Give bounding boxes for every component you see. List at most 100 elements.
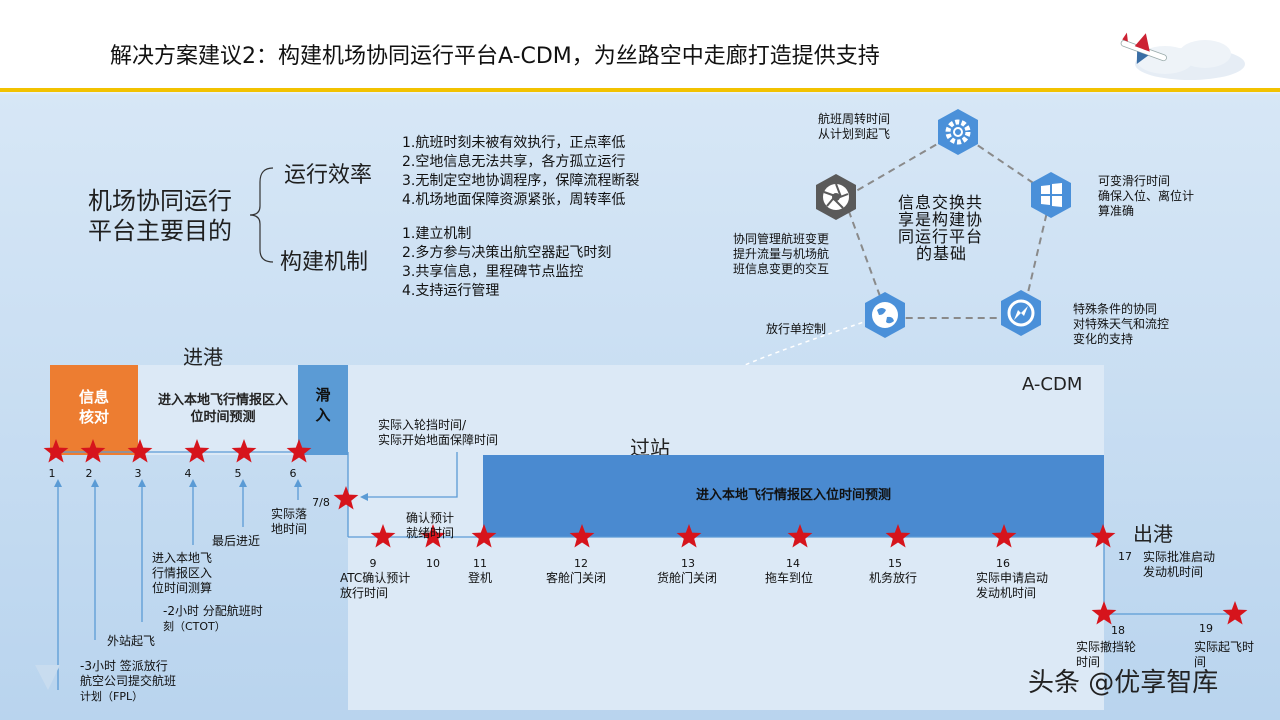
milestone-label-16: 实际申请启动 发动机时间: [976, 571, 1048, 601]
label-line: 实际入轮挡时间/: [378, 418, 467, 432]
box-line: 核对: [78, 408, 109, 426]
star-icon: [184, 439, 210, 463]
milestone-number: 17: [1118, 550, 1132, 563]
category-efficiency: 运行效率: [284, 163, 373, 188]
label-line: 发动机时间: [1143, 565, 1204, 579]
milestone-label-6: 实际落 地时间: [271, 507, 307, 537]
milestone-number: 15: [888, 557, 902, 570]
star-icon: [991, 524, 1017, 548]
milestone-label-10: 确认预计 就绪时间: [406, 511, 454, 541]
aperture-icon: [816, 174, 856, 220]
list-item: 2.多方参与决策出航空器起飞时刻: [402, 245, 612, 261]
label-line: 计划（FPL）: [80, 690, 144, 703]
label-line: -2小时 分配航班时: [163, 604, 263, 618]
label-line: 实际撤挡轮: [1076, 640, 1137, 654]
label-line: 可变滑行时间: [1098, 174, 1171, 188]
node-bottom-right-label: 特殊条件的协同 对特殊天气和流控 变化的支持: [1073, 302, 1169, 347]
label-line: 刻（CTOT）: [163, 620, 226, 633]
label-line: 就绪时间: [406, 526, 455, 540]
label-line: 确保入位、离位计: [1098, 189, 1195, 203]
star-icon: [676, 524, 702, 548]
node-bottom-left-label: 放行单控制: [766, 322, 827, 336]
label-line: 放行时间: [340, 586, 389, 600]
watermark: 头条 @优享智库: [1028, 668, 1219, 698]
star-icon: [420, 524, 446, 548]
milestone-label-2: 外站起飞: [107, 634, 156, 648]
milestone-number: 10: [426, 557, 440, 570]
node-left-label: 协同管理航班变更 提升流量与机场航 班信息变更的交互: [733, 232, 829, 277]
list-item: 3.共享信息，里程碑节点监控: [402, 264, 584, 280]
milestone-number: 18: [1111, 624, 1125, 637]
label-line: 班信息变更的交互: [733, 262, 830, 276]
actual-onblock-label: 实际入轮挡时间/ 实际开始地面保障时间: [378, 418, 498, 448]
label-line: 进入本地飞: [152, 551, 213, 565]
box-line: 信息: [78, 388, 109, 406]
arrival-label: 进港: [183, 345, 223, 369]
info-check-box: 信息 核对: [50, 365, 138, 455]
label-line: 间: [1194, 655, 1207, 669]
list-item: 4.机场地面保障资源紧张，周转率低: [402, 192, 626, 208]
box-line: 进入本地飞行情报区入: [157, 393, 288, 408]
star-icon: [885, 524, 911, 548]
milestone-number: 13: [681, 557, 695, 570]
label-line: -3小时 签派放行: [80, 659, 168, 673]
milestone-label-11: 登机: [468, 571, 493, 585]
label-line: 实际申请启动: [976, 571, 1049, 585]
milestone-label-18: 实际撤挡轮 时间: [1076, 640, 1136, 670]
milestone-number: 19: [1199, 622, 1213, 635]
star-icon: [333, 486, 359, 510]
star-icon: [787, 524, 813, 548]
milestone-label-15: 机务放行: [869, 571, 918, 585]
milestone-number: 9: [369, 557, 377, 570]
list-item: 1.航班时刻未被有效执行，正点率低: [402, 135, 626, 151]
label-line: 变化的支持: [1073, 332, 1134, 346]
list-item: 2.空地信息无法共享，各方孤立运行: [402, 154, 626, 170]
pentagon-center-text: 信息交换共 享是构建协 同运行平台 的基础: [898, 194, 983, 262]
star-icon: [286, 439, 312, 463]
label-line: 算准确: [1098, 204, 1135, 218]
milestone-label-3: -2小时 分配航班时 刻（CTOT）: [163, 604, 263, 634]
milestone-label-17: 实际批准启动 发动机时间: [1143, 550, 1215, 580]
node-top-label: 航班周转时间 从计划到起飞: [818, 112, 890, 142]
label-line: 实际落: [271, 507, 308, 521]
node-right-label: 可变滑行时间 确保入位、离位计 算准确: [1098, 174, 1194, 219]
milestone-number: 2: [85, 467, 93, 480]
title-bar: [0, 0, 1280, 88]
milestone-label-14: 拖车到位: [765, 571, 814, 585]
label-line: 航空公司提交航班: [80, 674, 177, 688]
label-line: 实际开始地面保障时间: [378, 433, 499, 447]
milestone-label-13: 货舱门关闭: [657, 571, 718, 585]
departure-label: 出港: [1133, 522, 1173, 546]
milestone-number: 11: [473, 557, 487, 570]
center-line: 同运行平台: [898, 227, 984, 246]
goal-brace: [249, 167, 274, 263]
airplane-icon: [1120, 32, 1245, 80]
transit-predict-box: 进入本地飞行情报区入位时间预测: [483, 455, 1104, 537]
star-icon: [231, 439, 257, 463]
milestone-number: 5: [234, 467, 242, 480]
star-icon: [43, 439, 69, 463]
label-line: 特殊条件的协同: [1073, 302, 1158, 316]
milestone-number: 16: [996, 557, 1010, 570]
milestone-number: 4: [184, 467, 192, 480]
milestone-number: 12: [574, 557, 588, 570]
star-icon: [127, 439, 153, 463]
star-icon: [471, 524, 497, 548]
list-item: 4.支持运行管理: [402, 283, 500, 299]
star-icon: [1222, 601, 1248, 625]
milestone-label-5: 最后进近: [212, 534, 261, 548]
gear-icon: [938, 109, 978, 155]
milestone-number: 6: [289, 467, 297, 480]
milestone-label-19: 实际起飞时 间: [1194, 640, 1254, 670]
label-line: 对特殊天气和流控: [1073, 317, 1170, 331]
label-line: 地时间: [271, 522, 308, 536]
page-title: 解决方案建议2：构建机场协同运行平台A-CDM，为丝路空中走廊打造提供支持: [110, 44, 880, 69]
milestone-number: 1: [48, 467, 56, 480]
compass-icon: [1001, 290, 1041, 336]
title-divider: [0, 88, 1280, 92]
label-line: ATC确认预计: [340, 571, 411, 585]
box-line: 位时间预测: [190, 410, 256, 425]
milestone-number: 14: [786, 557, 800, 570]
star-icon: [370, 524, 396, 548]
